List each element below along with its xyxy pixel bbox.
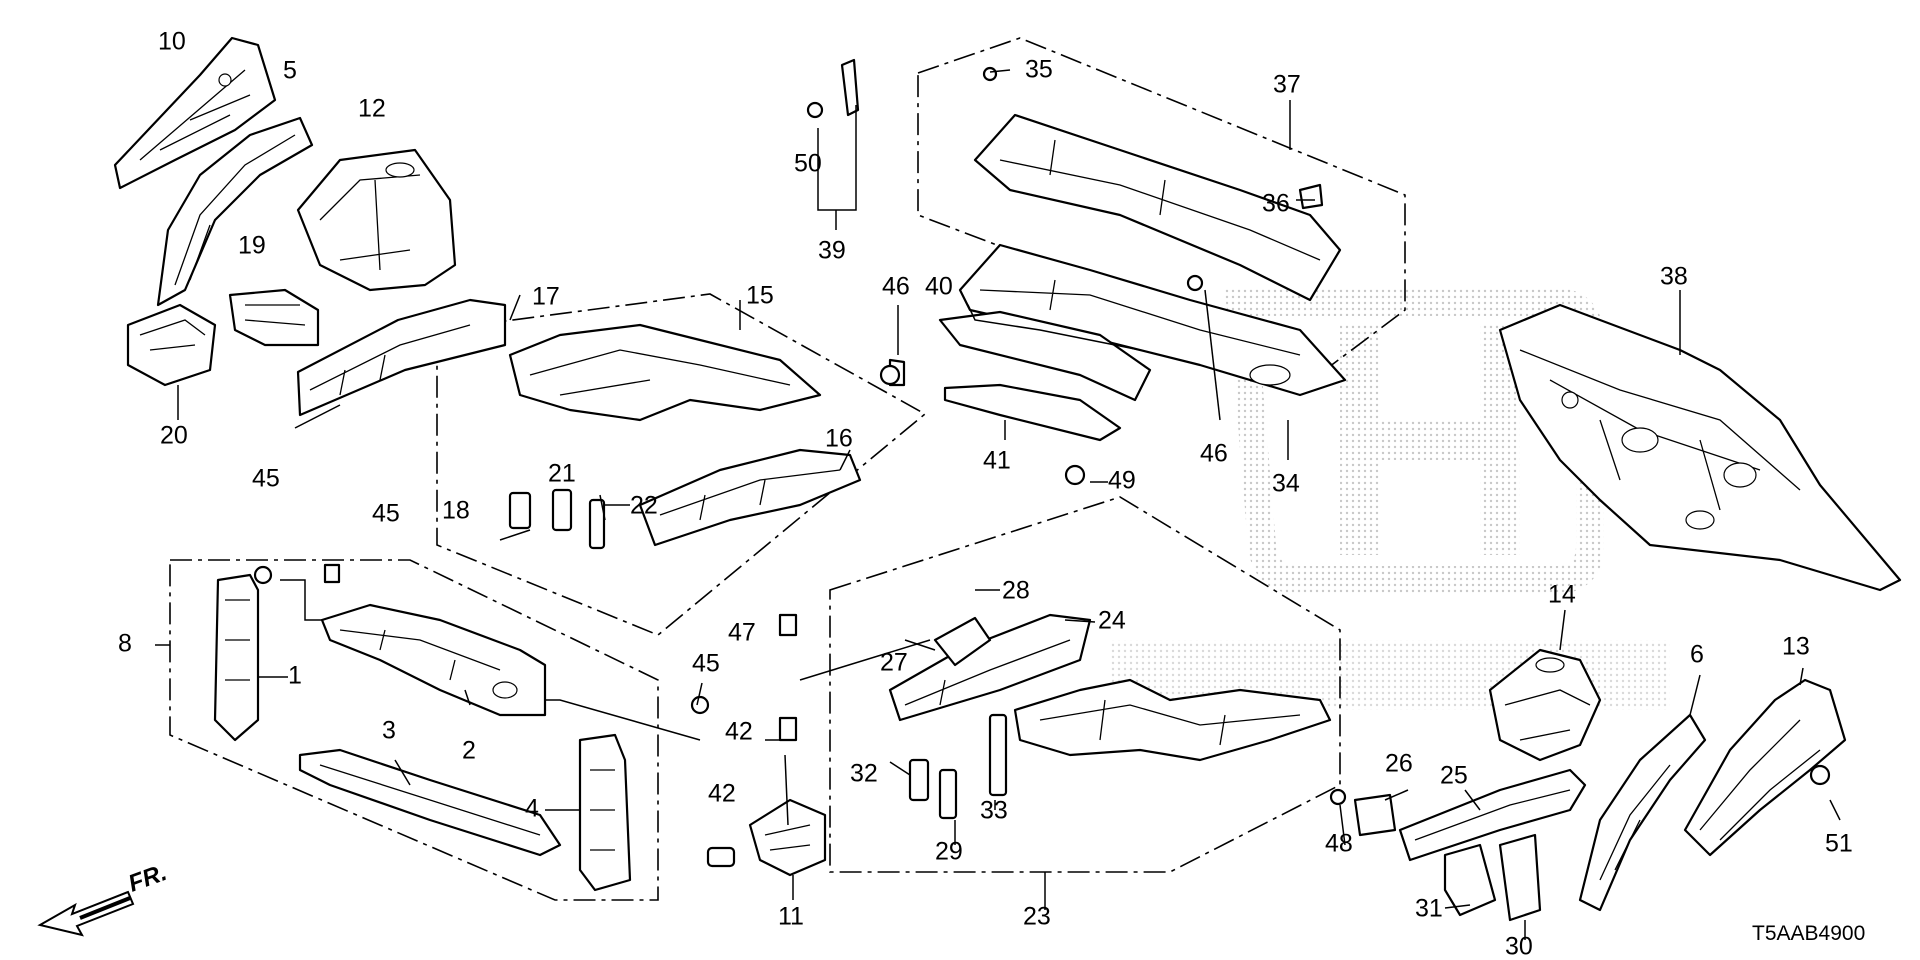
part-11-shape <box>706 798 827 877</box>
leader-lines <box>155 69 1841 940</box>
part-12-shape <box>296 148 457 292</box>
callout-21: 21 <box>548 460 576 488</box>
callout-37: 37 <box>1273 71 1301 99</box>
callout-18: 18 <box>442 497 470 525</box>
part-24-27-shape <box>888 613 1092 722</box>
part-17-shape <box>296 298 507 417</box>
group-box-37 <box>917 37 1406 371</box>
fr-arrow-icon: FR. <box>37 859 171 937</box>
callout-20: 20 <box>160 422 188 450</box>
callout-1: 1 <box>288 662 302 690</box>
part-5-shape <box>156 116 314 307</box>
callout-33: 33 <box>980 797 1008 825</box>
part-4-shape <box>578 733 632 892</box>
part-40-41-shape <box>938 310 1152 442</box>
callout-50: 50 <box>794 150 822 178</box>
callout-32: 32 <box>850 760 878 788</box>
part-6-shape <box>1578 713 1707 912</box>
part-3-shape <box>298 748 562 857</box>
callout-46-b: 46 <box>1200 440 1228 468</box>
callout-11: 11 <box>778 903 804 931</box>
callout-15: 15 <box>746 282 774 310</box>
direction-label: FR. <box>125 859 171 898</box>
callout-36: 36 <box>1262 190 1290 218</box>
callout-17: 17 <box>532 283 560 311</box>
callout-19: 19 <box>238 232 266 260</box>
callout-16: 16 <box>825 425 853 453</box>
callout-34: 34 <box>1272 470 1300 498</box>
callout-13: 13 <box>1782 633 1810 661</box>
diagram-code: T5AAB4900 <box>1752 922 1865 945</box>
callout-38: 38 <box>1660 263 1688 291</box>
part-37-shape <box>973 113 1342 302</box>
group-box-23 <box>829 496 1341 873</box>
callout-42-b: 42 <box>708 780 736 808</box>
part-19-shape <box>228 288 320 347</box>
callout-45-b: 45 <box>372 500 400 528</box>
part-15-group-shape <box>508 323 862 550</box>
callout-45-a: 45 <box>252 465 280 493</box>
callout-5: 5 <box>283 57 297 85</box>
part-10-shape <box>113 36 277 190</box>
callouts: 10 5 12 19 17 20 15 16 18 21 22 45 45 8 … <box>118 28 1853 960</box>
callout-22: 22 <box>630 492 658 520</box>
callout-28: 28 <box>1002 577 1030 605</box>
part-30-shape <box>1498 833 1542 922</box>
callout-4: 4 <box>525 795 539 823</box>
part-20-shape <box>126 303 217 387</box>
group-box-15 <box>436 293 927 636</box>
callout-24: 24 <box>1098 607 1126 635</box>
callout-42-a: 42 <box>725 718 753 746</box>
part-13-shape <box>1683 678 1847 857</box>
callout-3: 3 <box>382 717 396 745</box>
part-14-shape <box>1488 648 1602 762</box>
part-38-shape <box>1498 303 1902 592</box>
callout-45-c: 45 <box>692 650 720 678</box>
callout-47: 47 <box>728 619 756 647</box>
part-1-shape <box>213 573 260 742</box>
callout-41: 41 <box>983 447 1011 475</box>
callout-10: 10 <box>158 28 186 56</box>
callout-35: 35 <box>1025 56 1053 84</box>
part-23-group-shape <box>908 678 1332 820</box>
callout-6: 6 <box>1690 641 1704 669</box>
part-31-shape <box>1443 843 1497 917</box>
callout-2: 2 <box>462 737 476 765</box>
callout-51: 51 <box>1825 830 1853 858</box>
fasteners <box>253 58 1831 806</box>
callout-48: 48 <box>1325 830 1353 858</box>
callout-25: 25 <box>1440 762 1468 790</box>
part-2-shape <box>320 603 547 717</box>
callout-27: 27 <box>880 649 908 677</box>
group-box-8 <box>169 559 659 901</box>
part-26-shape <box>1353 793 1397 837</box>
callout-8: 8 <box>118 630 132 658</box>
callout-39: 39 <box>818 237 846 265</box>
callout-31: 31 <box>1415 895 1443 923</box>
part-25-shape <box>1398 768 1587 862</box>
callout-23: 23 <box>1023 903 1051 931</box>
callout-29: 29 <box>935 838 963 866</box>
callout-40: 40 <box>925 273 953 301</box>
callout-30: 30 <box>1505 933 1533 960</box>
callout-14: 14 <box>1548 581 1576 609</box>
callout-12: 12 <box>358 95 386 123</box>
callout-26: 26 <box>1385 750 1413 778</box>
callout-46-a: 46 <box>882 273 910 301</box>
callout-49: 49 <box>1108 467 1136 495</box>
